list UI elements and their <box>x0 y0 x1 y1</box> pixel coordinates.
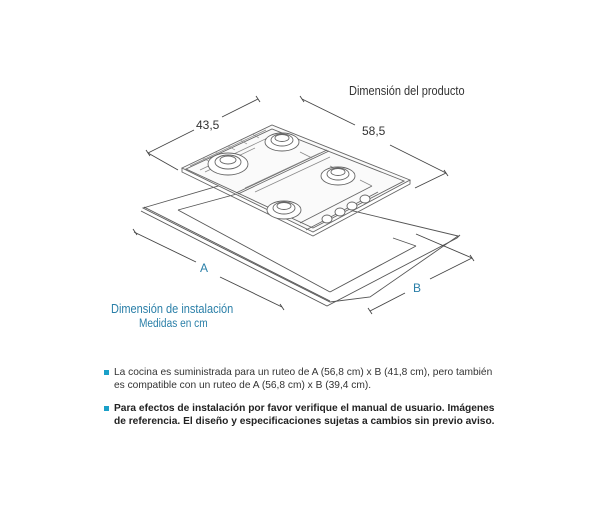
control-knobs <box>321 194 371 224</box>
dimension-line-depth <box>299 95 449 189</box>
cutout-b-label: B <box>413 281 422 295</box>
burners <box>207 132 356 220</box>
knob-4 <box>359 194 371 204</box>
square-bullet-icon <box>104 406 109 411</box>
knob-3 <box>346 201 358 211</box>
burner-front-right <box>320 166 356 186</box>
note-text: La cocina es suministrada para un ruteo … <box>114 367 493 391</box>
product-dimension-title: Dimensión del producto <box>349 84 465 98</box>
cutout-a-label: A <box>200 261 209 275</box>
product-width-label: 43,5 <box>196 118 220 132</box>
installation-dimension-title: Dimensión de instalación <box>111 302 234 316</box>
knob-1 <box>321 214 333 224</box>
square-bullet-icon <box>104 370 109 375</box>
knob-2 <box>334 207 346 217</box>
burner-front-left <box>266 200 302 220</box>
dimension-line-width <box>145 95 261 171</box>
installation-units-label: Medidas en cm <box>139 318 208 330</box>
product-depth-label: 58,5 <box>362 124 386 138</box>
note-text: Para efectos de instalación por favor ve… <box>114 403 495 427</box>
note-item: Para efectos de instalación por favor ve… <box>104 402 504 428</box>
cutout-outline <box>140 181 461 307</box>
note-item: La cocina es suministrada para un ruteo … <box>104 366 504 392</box>
notes-list: La cocina es suministrada para un ruteo … <box>104 366 504 438</box>
burner-back-left <box>207 152 249 176</box>
dimension-line-a <box>132 228 285 311</box>
dimension-line-b <box>367 233 475 315</box>
burner-back-right <box>264 132 300 152</box>
